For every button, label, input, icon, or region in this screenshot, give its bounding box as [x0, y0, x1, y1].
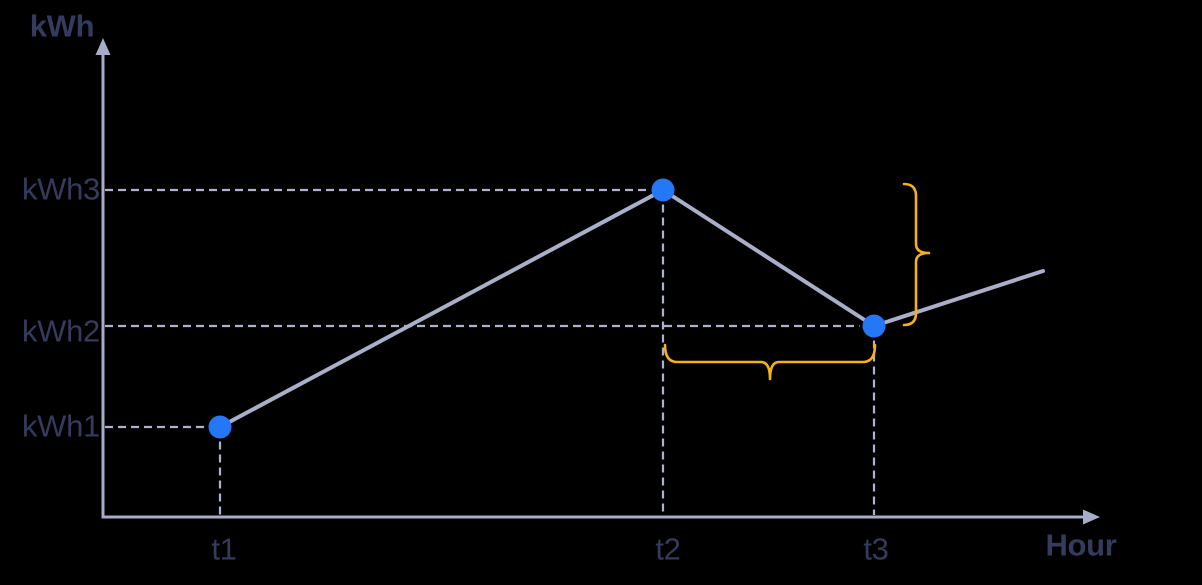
x-tick-label-t1: t1 — [211, 531, 237, 567]
consumption-line — [218, 188, 1045, 429]
time-interval-brace — [663, 343, 877, 381]
y-tick-label-kwh3: kWh3 — [21, 171, 100, 207]
x-tick-label-t3: t3 — [863, 531, 889, 567]
data-point-2 — [862, 314, 886, 338]
x-tick-label-t2: t2 — [655, 531, 681, 567]
kwh-difference-brace — [902, 182, 931, 327]
data-point-1 — [651, 178, 675, 202]
y-axis-arrowhead-icon — [95, 38, 111, 55]
data-point-0 — [208, 415, 232, 439]
y-tick-label-kwh2: kWh2 — [21, 313, 100, 349]
y-tick-label-kwh1: kWh1 — [21, 408, 100, 444]
y-axis-title: kWh — [29, 8, 95, 44]
x-axis-arrowhead-icon — [1083, 509, 1100, 525]
x-axis-title: Hour — [1045, 527, 1117, 563]
